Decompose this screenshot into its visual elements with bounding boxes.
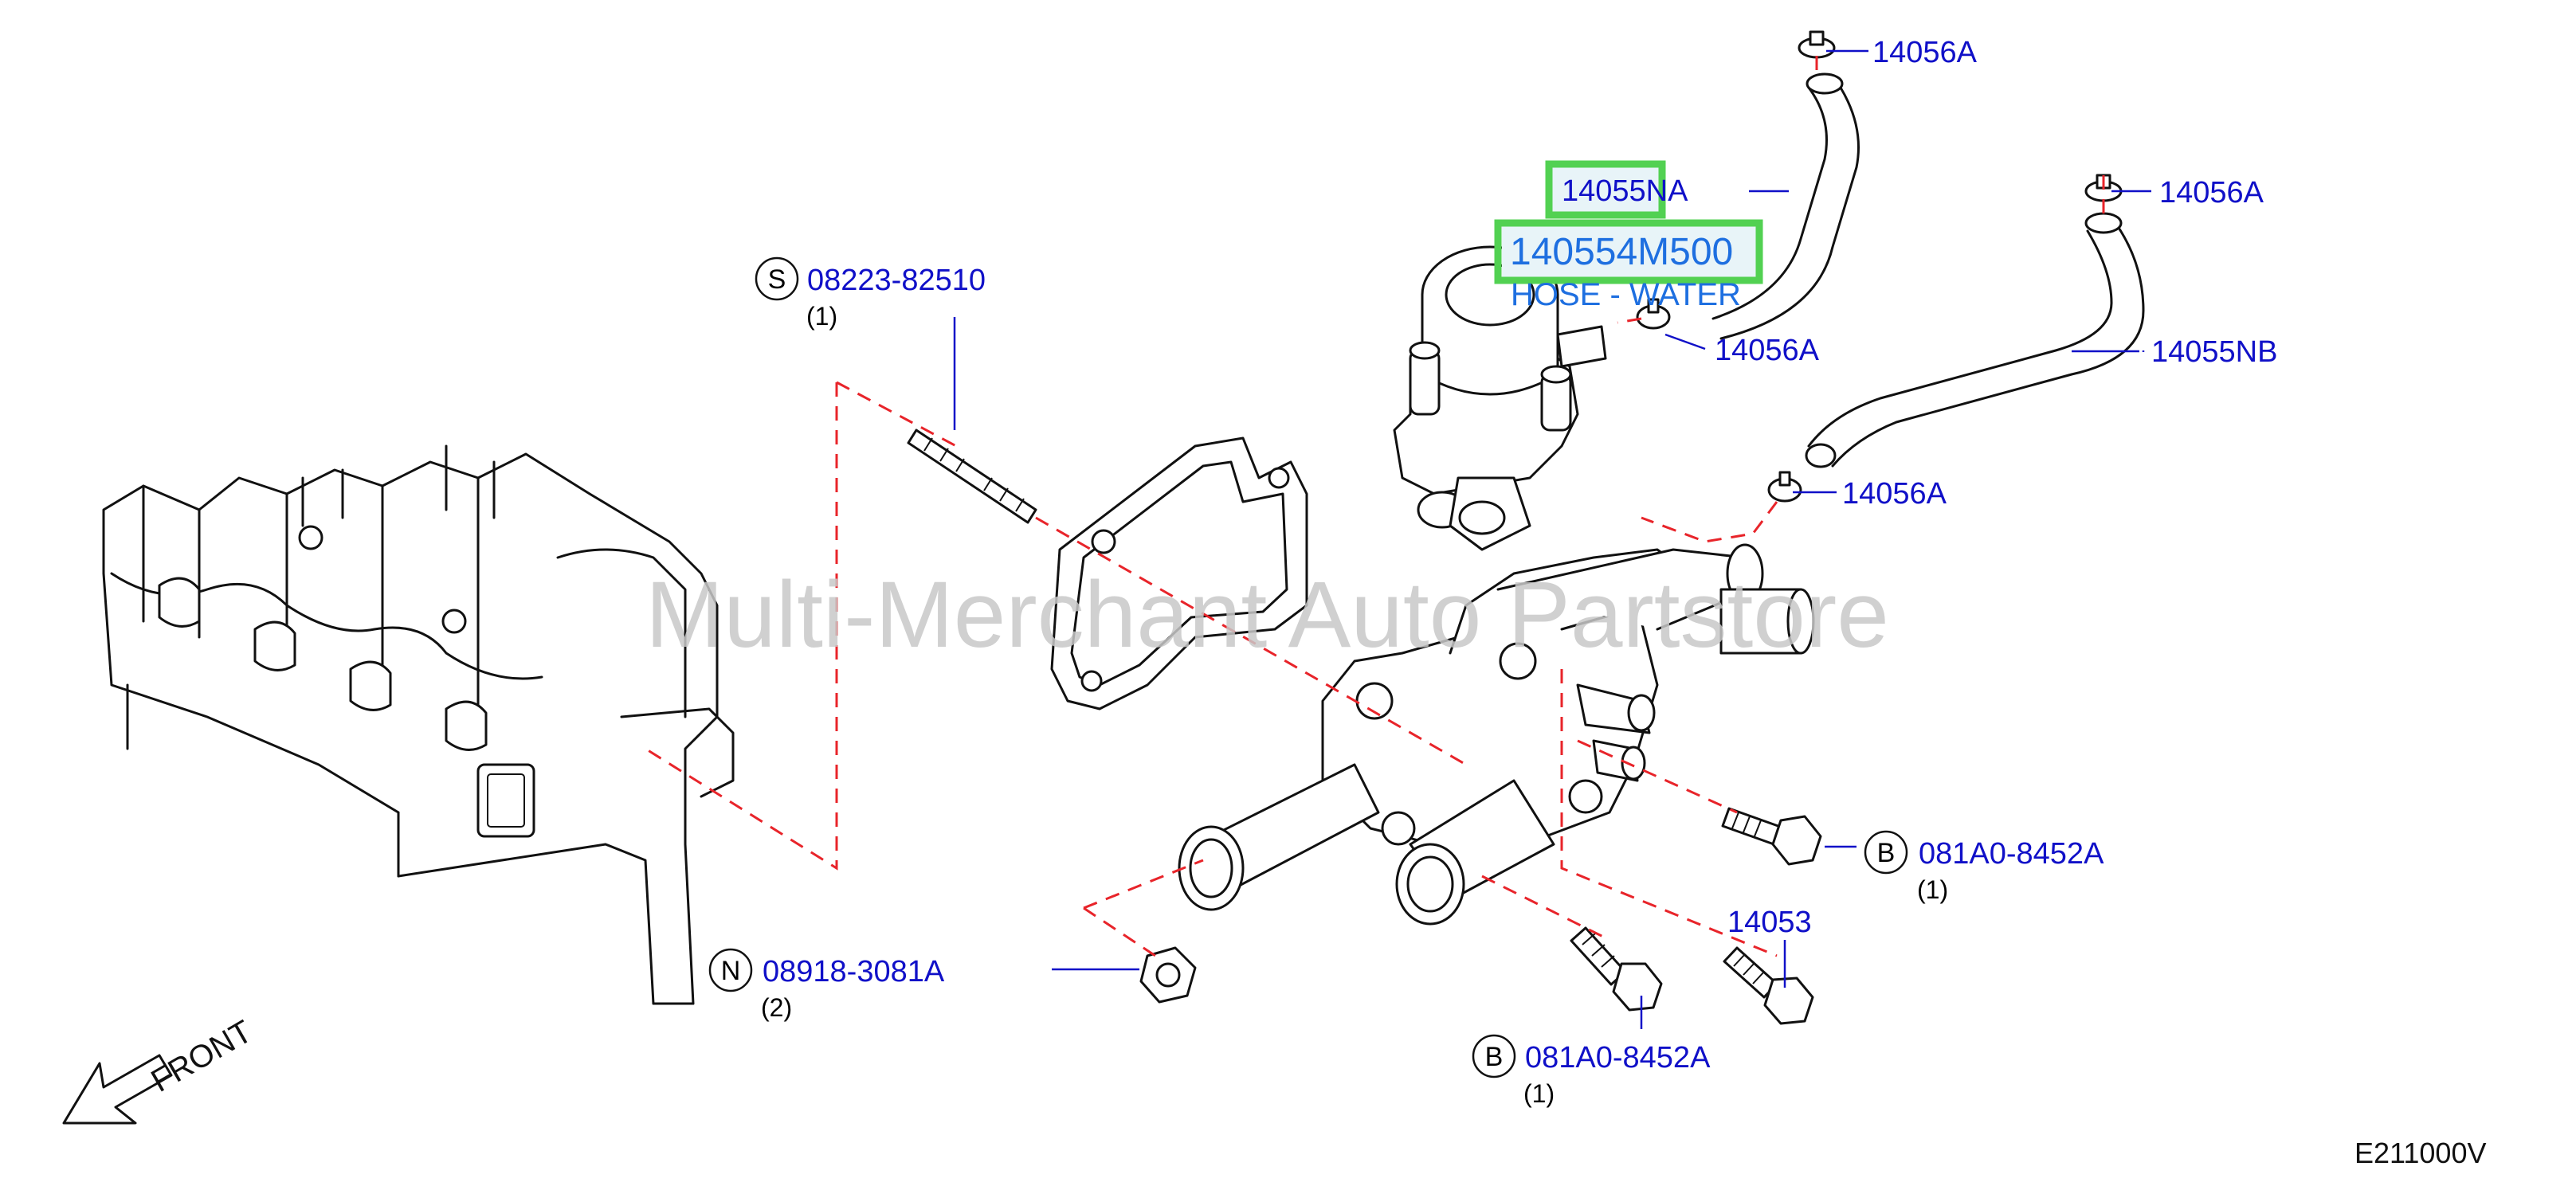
callout-14056a-mid[interactable]: 14056A <box>1715 334 1820 367</box>
callout-14056a-low[interactable]: 14056A <box>1842 477 1947 511</box>
highlight-box-14055na <box>1545 160 1666 219</box>
bolt-right-quantity: (1) <box>1917 875 1948 904</box>
front-arrow-icon <box>62 1054 173 1125</box>
leader-lines <box>953 49 2151 1029</box>
callout-14055nb[interactable]: 14055NB <box>2151 335 2277 369</box>
stud-drawing <box>907 429 1037 524</box>
nut-drawing <box>1139 946 1197 1004</box>
front-indicator: FRONT <box>62 1014 258 1125</box>
engine-block-drawing <box>102 444 735 1005</box>
bolt-14053-drawing <box>1723 946 1814 1025</box>
highlighted-part-number[interactable]: 140554M500 <box>1510 231 1733 273</box>
badge-letter-n: N <box>721 956 741 986</box>
nut-quantity: (2) <box>761 993 792 1022</box>
callout-14053[interactable]: 14053 <box>1727 906 1812 939</box>
watermark-text: Multi-Merchant Auto Partstore <box>645 562 1889 667</box>
diagram-reference-code: E211000V <box>2354 1137 2486 1169</box>
water-outlet-drawing <box>1178 543 1815 926</box>
callout-14056a-right[interactable]: 14056A <box>2159 176 2264 209</box>
callout-14055na[interactable]: 14055NA <box>1562 174 1688 208</box>
badge-circle-n <box>708 948 753 992</box>
hose-14055na-drawing <box>1711 72 1860 340</box>
callout-stud[interactable]: S 08223-82510 (1) <box>755 256 986 331</box>
badge-letter-b-right: B <box>1877 838 1896 868</box>
nut-part-number[interactable]: 08918-3081A <box>763 955 945 988</box>
callout-bolt-bottom[interactable]: B 081A0-8452A (1) <box>1472 1034 1711 1108</box>
highlight-box-part-number <box>1494 219 1763 284</box>
badge-circle-b-right <box>1864 830 1908 875</box>
gasket-drawing <box>1050 436 1308 710</box>
stud-quantity: (1) <box>806 302 837 331</box>
highlighted-part-description: HOSE - WATER <box>1511 277 1741 312</box>
badge-letter-b-bottom: B <box>1485 1042 1504 1072</box>
callout-nut[interactable]: N 08918-3081A (2) <box>708 948 945 1022</box>
callout-14056a-top[interactable]: 14056A <box>1872 36 1978 69</box>
stud-part-number[interactable]: 08223-82510 <box>807 264 986 297</box>
highlighted-part[interactable]: 140554M500 HOSE - WATER <box>1494 160 1763 312</box>
badge-circle-b-bottom <box>1472 1034 1516 1078</box>
bolt-bottom-drawing <box>1570 926 1663 1012</box>
bolt-right-part-number[interactable]: 081A0-8452A <box>1919 837 2104 871</box>
badge-letter-s: S <box>768 264 786 295</box>
hose-14055nb-drawing <box>1805 212 2145 468</box>
callout-bolt-right[interactable]: B 081A0-8452A (1) <box>1864 830 2104 904</box>
badge-circle-s <box>755 256 799 301</box>
bolt-bottom-part-number[interactable]: 081A0-8452A <box>1525 1041 1711 1074</box>
front-label: FRONT <box>146 1014 258 1099</box>
assembly-lines <box>645 56 2105 957</box>
bolt-bottom-quantity: (1) <box>1523 1079 1555 1108</box>
thermostat-housing-drawing <box>1393 245 1607 551</box>
bolt-right-drawing <box>1721 807 1822 866</box>
